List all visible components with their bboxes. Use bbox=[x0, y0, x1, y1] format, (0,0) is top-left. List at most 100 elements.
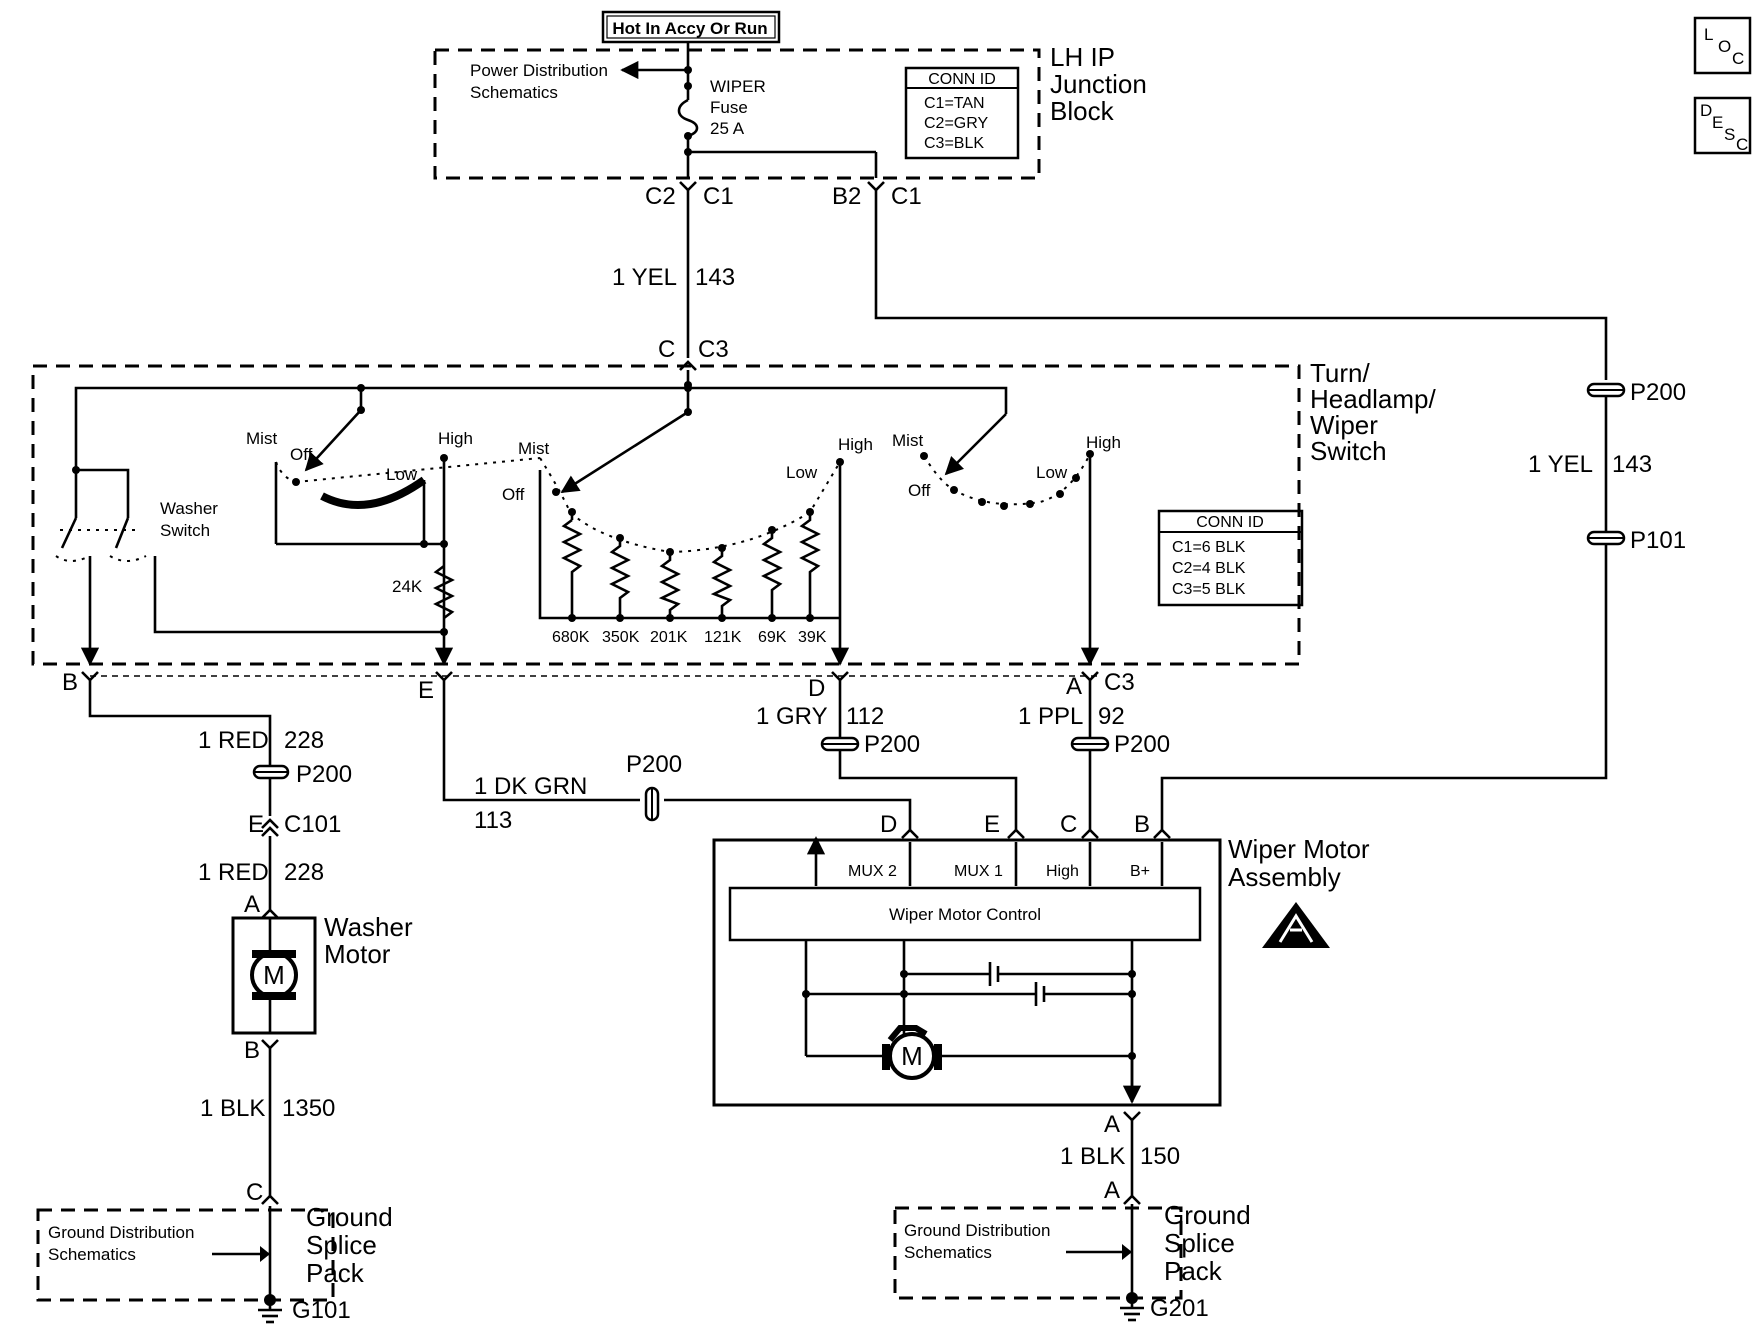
esd-warning-icon bbox=[1262, 902, 1330, 948]
svg-text:Wiper Motor Control: Wiper Motor Control bbox=[889, 905, 1041, 924]
jb-pin-c1b: C1 bbox=[891, 183, 922, 210]
res-201k: 201K bbox=[650, 629, 688, 646]
p101-connector bbox=[1586, 530, 1626, 546]
resistor-69k-icon bbox=[761, 530, 783, 618]
svg-text:Washer: Washer bbox=[324, 912, 413, 942]
jb-pin-c2: C2 bbox=[645, 183, 676, 210]
sw-pin-b: B bbox=[62, 669, 78, 696]
turn-headlamp-wiper-switch: Turn/ Headlamp/ Wiper Switch Washer Swit… bbox=[31, 358, 1437, 666]
svg-text:A: A bbox=[1104, 1111, 1120, 1138]
wm-pin-a: A bbox=[244, 891, 260, 918]
svg-text:Ground Distribution: Ground Distribution bbox=[904, 1221, 1050, 1240]
svg-text:A: A bbox=[1104, 1177, 1120, 1204]
svg-text:Schematics: Schematics bbox=[48, 1245, 136, 1264]
jb-conn-3: C3=BLK bbox=[924, 135, 984, 152]
mid-low: Low bbox=[786, 463, 818, 482]
svg-text:Pack: Pack bbox=[306, 1258, 365, 1288]
sw-conn-3: C3=5 BLK bbox=[1172, 581, 1246, 598]
svg-text:1 DK GRN: 1 DK GRN bbox=[474, 773, 587, 800]
motor-pins: D E C B bbox=[880, 811, 1171, 839]
wire-228 bbox=[88, 680, 272, 766]
fuse-2: Fuse bbox=[710, 98, 748, 117]
wiper-motor-assembly: Wiper Motor Assembly MUX 2 MUX 1 High B+… bbox=[712, 834, 1370, 1107]
jb-title-2: Junction bbox=[1050, 69, 1147, 99]
wire-113 bbox=[442, 680, 640, 802]
ground-icon bbox=[258, 1300, 282, 1324]
svg-text:Assembly: Assembly bbox=[1228, 862, 1341, 892]
jb-pin-b2: B2 bbox=[832, 183, 861, 210]
right-low: Low bbox=[1036, 463, 1068, 482]
svg-text:Ground Distribution: Ground Distribution bbox=[48, 1223, 194, 1242]
svg-text:P200: P200 bbox=[626, 751, 682, 778]
res-680k: 680K bbox=[552, 629, 590, 646]
resistor-121k-icon bbox=[710, 548, 733, 618]
ground-icon bbox=[1120, 1298, 1144, 1322]
svg-text:M: M bbox=[901, 1041, 923, 1071]
svg-text:228: 228 bbox=[284, 859, 324, 886]
mid-off: Off bbox=[502, 485, 525, 504]
svg-text:1 RED: 1 RED bbox=[198, 727, 269, 754]
right-high: High bbox=[1086, 433, 1121, 452]
svg-text:Splice: Splice bbox=[1164, 1228, 1235, 1258]
left-high: High bbox=[438, 429, 473, 448]
svg-text:Pack: Pack bbox=[1164, 1256, 1223, 1286]
svg-text:1 BLK: 1 BLK bbox=[1060, 1143, 1125, 1170]
svg-text:D: D bbox=[1700, 101, 1712, 120]
res-24k: 24K bbox=[392, 577, 423, 596]
svg-text:Ground: Ground bbox=[1164, 1200, 1251, 1230]
jb-pins: C2 C1 B2 C1 bbox=[645, 181, 922, 210]
washer-label-2: Switch bbox=[160, 521, 210, 540]
svg-text:MUX 1: MUX 1 bbox=[954, 863, 1003, 880]
svg-text:P200: P200 bbox=[864, 731, 920, 758]
junction-block: LH IP Junction Block Power Distribution … bbox=[433, 42, 1147, 180]
p200-right: P200 bbox=[1630, 379, 1686, 406]
mid-mist: Mist bbox=[518, 439, 549, 458]
resistor-201k-icon bbox=[658, 552, 681, 618]
svg-text:B: B bbox=[1134, 811, 1150, 838]
res-39k: 39K bbox=[798, 629, 827, 646]
jb-pin-c1: C1 bbox=[703, 183, 734, 210]
jb-conn-2: C2=GRY bbox=[924, 115, 989, 132]
svg-text:1350: 1350 bbox=[282, 1095, 335, 1122]
source-label: Hot In Accy Or Run bbox=[612, 19, 767, 38]
sw-title-1: Turn/ bbox=[1310, 358, 1370, 388]
sw-pin-c3: C3 bbox=[1104, 669, 1135, 696]
washer-motor: M Washer Motor bbox=[231, 912, 413, 1035]
sw-conn-2: C2=4 BLK bbox=[1172, 560, 1246, 577]
svg-text:Schematics: Schematics bbox=[904, 1243, 992, 1262]
right-off: Off bbox=[908, 481, 931, 500]
switch-output-pins: B E D A C3 bbox=[62, 669, 1135, 704]
desc-icon: D E S C bbox=[1693, 96, 1752, 155]
c3-top-c: C bbox=[658, 336, 675, 363]
res-350k: 350K bbox=[602, 629, 640, 646]
svg-text:D: D bbox=[880, 811, 897, 838]
resistor-39k-icon bbox=[799, 512, 821, 618]
sw-conn-1: C1=6 BLK bbox=[1172, 539, 1246, 556]
wire-143-right bbox=[874, 190, 1608, 380]
svg-text:1 GRY: 1 GRY bbox=[756, 703, 828, 730]
jb-conn-title: CONN ID bbox=[928, 71, 996, 88]
mid-high: High bbox=[838, 435, 873, 454]
sw-conn-title: CONN ID bbox=[1196, 514, 1264, 531]
svg-text:O: O bbox=[1718, 37, 1731, 56]
svg-text:MUX 2: MUX 2 bbox=[848, 863, 897, 880]
fuse-1: WIPER bbox=[710, 77, 766, 96]
p200-red-connector bbox=[252, 764, 290, 780]
svg-text:Ground: Ground bbox=[306, 1202, 393, 1232]
svg-text:M: M bbox=[263, 960, 285, 990]
left-off: Off bbox=[290, 445, 313, 464]
wm-pin-b: B bbox=[244, 1037, 260, 1064]
svg-text:E: E bbox=[1712, 113, 1723, 132]
svg-text:C101: C101 bbox=[284, 811, 341, 838]
left-low: Low bbox=[386, 465, 418, 484]
svg-text:Wiper Motor: Wiper Motor bbox=[1228, 834, 1370, 864]
svg-text:C: C bbox=[1732, 49, 1744, 68]
loc-icon: L O C bbox=[1693, 16, 1752, 75]
p200-grn-connector bbox=[644, 786, 660, 822]
svg-text:228: 228 bbox=[284, 727, 324, 754]
svg-text:150: 150 bbox=[1140, 1143, 1180, 1170]
svg-text:P200: P200 bbox=[296, 761, 352, 788]
svg-text:C: C bbox=[1736, 135, 1748, 154]
svg-text:1 BLK: 1 BLK bbox=[200, 1095, 265, 1122]
